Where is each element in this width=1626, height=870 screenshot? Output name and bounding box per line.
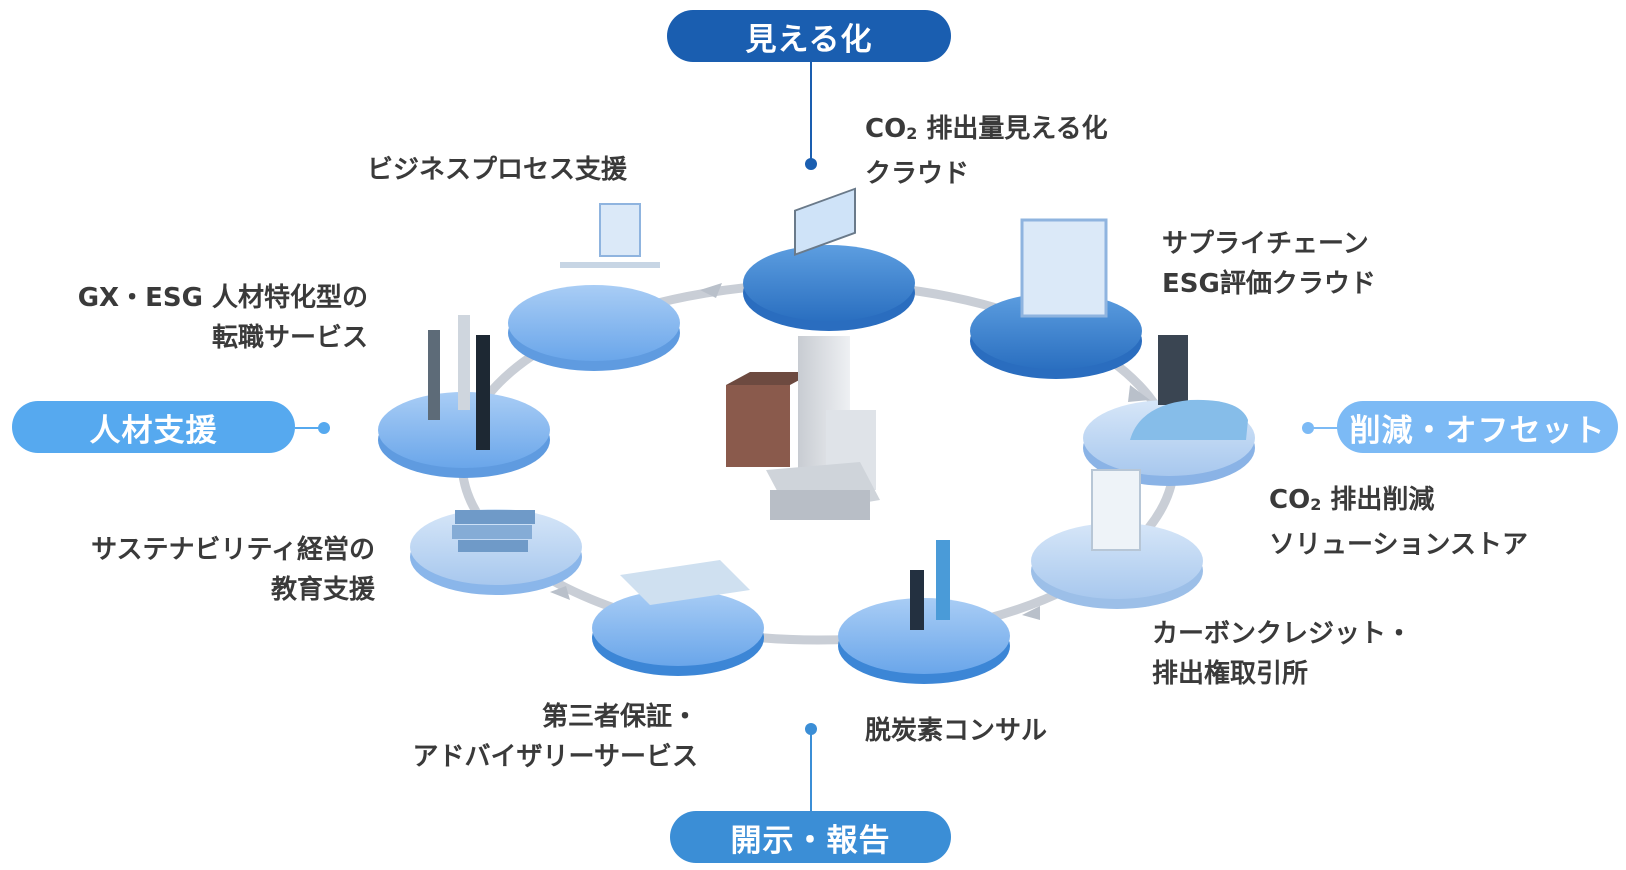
label-text: 排出量見える化: [917, 114, 1108, 144]
service-label-carbon-credit: カーボンクレジット・ 排出権取引所: [1152, 614, 1412, 694]
category-badge-disclosure: 開示・報告: [670, 811, 951, 863]
label-text: 第三者保証・: [541, 702, 698, 732]
label-text: アドバイザリーサービス: [412, 742, 698, 772]
connector-dot: [1302, 422, 1314, 434]
flow-arrows: [550, 283, 1150, 620]
disc-supply-chain: [970, 218, 1142, 379]
label-text: 脱炭素コンサル: [865, 716, 1048, 746]
service-label-gx-esg-career: GX・ESG 人材特化型の 転職サービス: [78, 278, 368, 358]
category-badge-reduction: 削減・オフセット: [1337, 401, 1618, 453]
label-text: 教育支援: [270, 575, 375, 605]
label-text: 転職サービス: [211, 323, 368, 353]
service-label-decarbonization-consulting: 脱炭素コンサル: [865, 711, 1047, 751]
disc-co2-reduction: [1083, 335, 1255, 486]
label-subscript: 2: [1310, 495, 1322, 514]
connector-line: [295, 427, 323, 429]
service-label-co2-reduction-store: CO2 排出削減 ソリューションストア: [1269, 480, 1528, 565]
city-buildings-illustration: [726, 336, 880, 520]
label-text: CO: [865, 114, 907, 144]
connector-dot: [805, 158, 817, 170]
connector-line: [810, 60, 812, 164]
service-label-co2-cloud: CO2 排出量見える化 クラウド: [865, 109, 1108, 194]
category-badge-visualization: 見える化: [667, 10, 951, 62]
label-text: カーボンクレジット・: [1152, 619, 1413, 649]
label-text: GX・ESG 人材特化型の: [77, 283, 368, 313]
label-text: 排出削減: [1321, 485, 1435, 515]
label-subscript: 2: [906, 124, 918, 143]
service-label-business-process: ビジネスプロセス支援: [367, 150, 627, 190]
disc-education: [410, 509, 582, 595]
service-label-sustainability-education: サステナビリティ経営の 教育支援: [91, 530, 375, 610]
label-text: CO: [1269, 485, 1311, 515]
disc-carbon-credit: [1031, 469, 1203, 609]
label-text: ESG評価クラウド: [1162, 269, 1376, 299]
label-text: クラウド: [865, 159, 970, 189]
label-text: サステナビリティ経営の: [91, 535, 375, 565]
disc-assurance: [592, 560, 764, 676]
connector-line: [1310, 427, 1338, 429]
label-text: サプライチェーン: [1162, 229, 1369, 259]
label-text: ビジネスプロセス支援: [367, 155, 628, 185]
disc-co2-cloud: [743, 187, 915, 331]
service-label-third-party-assurance: 第三者保証・ アドバイザリーサービス: [413, 697, 698, 777]
label-text: ソリューションストア: [1269, 530, 1528, 560]
disc-consulting: [838, 540, 1010, 684]
disc-career: [378, 315, 550, 478]
connector-dot: [805, 723, 817, 735]
connector-line: [810, 730, 812, 812]
service-label-supply-chain: サプライチェーン ESG評価クラウド: [1162, 224, 1376, 304]
connector-dot: [318, 422, 330, 434]
category-badge-talent: 人材支援: [12, 401, 295, 453]
label-text: 排出権取引所: [1152, 659, 1309, 689]
disc-business-process: [508, 203, 680, 371]
